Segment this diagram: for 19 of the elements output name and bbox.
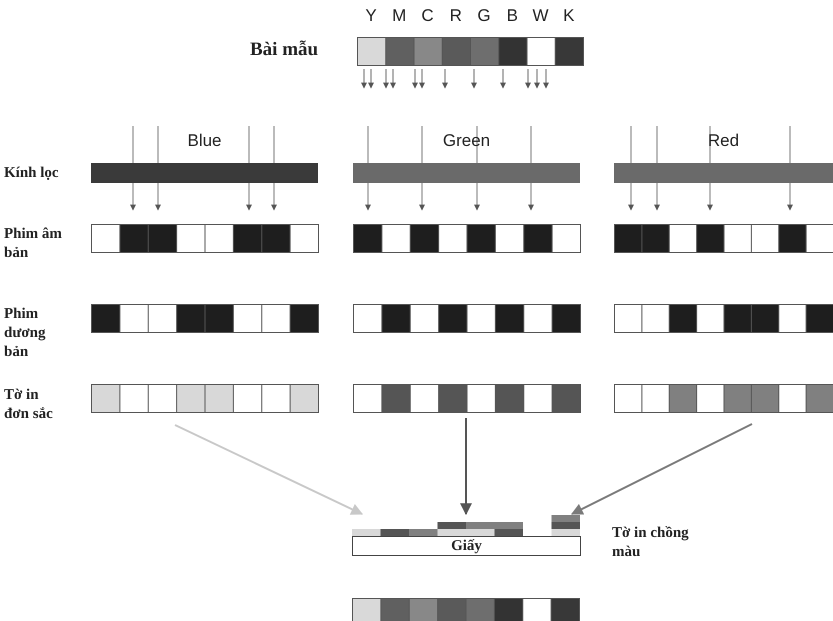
arrow xyxy=(174,424,364,515)
row-label: Tờ in đơn sắc xyxy=(4,386,54,424)
column-letter: Y xyxy=(364,6,378,26)
row-label: Bài mẫu xyxy=(250,40,320,59)
column-letter: G xyxy=(476,6,492,26)
column-letter: M xyxy=(391,6,408,26)
row-label: Phim âm bản xyxy=(4,225,63,263)
column-letter: B xyxy=(506,6,519,26)
column-letter: C xyxy=(420,6,435,26)
arrow xyxy=(460,418,472,516)
caption-label: Tờ in chồng màu xyxy=(612,524,690,562)
column-letter: K xyxy=(562,6,576,26)
filter-label: Blue xyxy=(186,130,223,152)
paper-sheet: Giấy xyxy=(352,536,581,556)
row-label: Kính lọc xyxy=(4,164,60,183)
column-letter: R xyxy=(448,6,463,26)
row-label: Phim dương bản xyxy=(4,305,46,362)
arrow xyxy=(570,423,752,515)
column-letter: W xyxy=(531,6,550,26)
